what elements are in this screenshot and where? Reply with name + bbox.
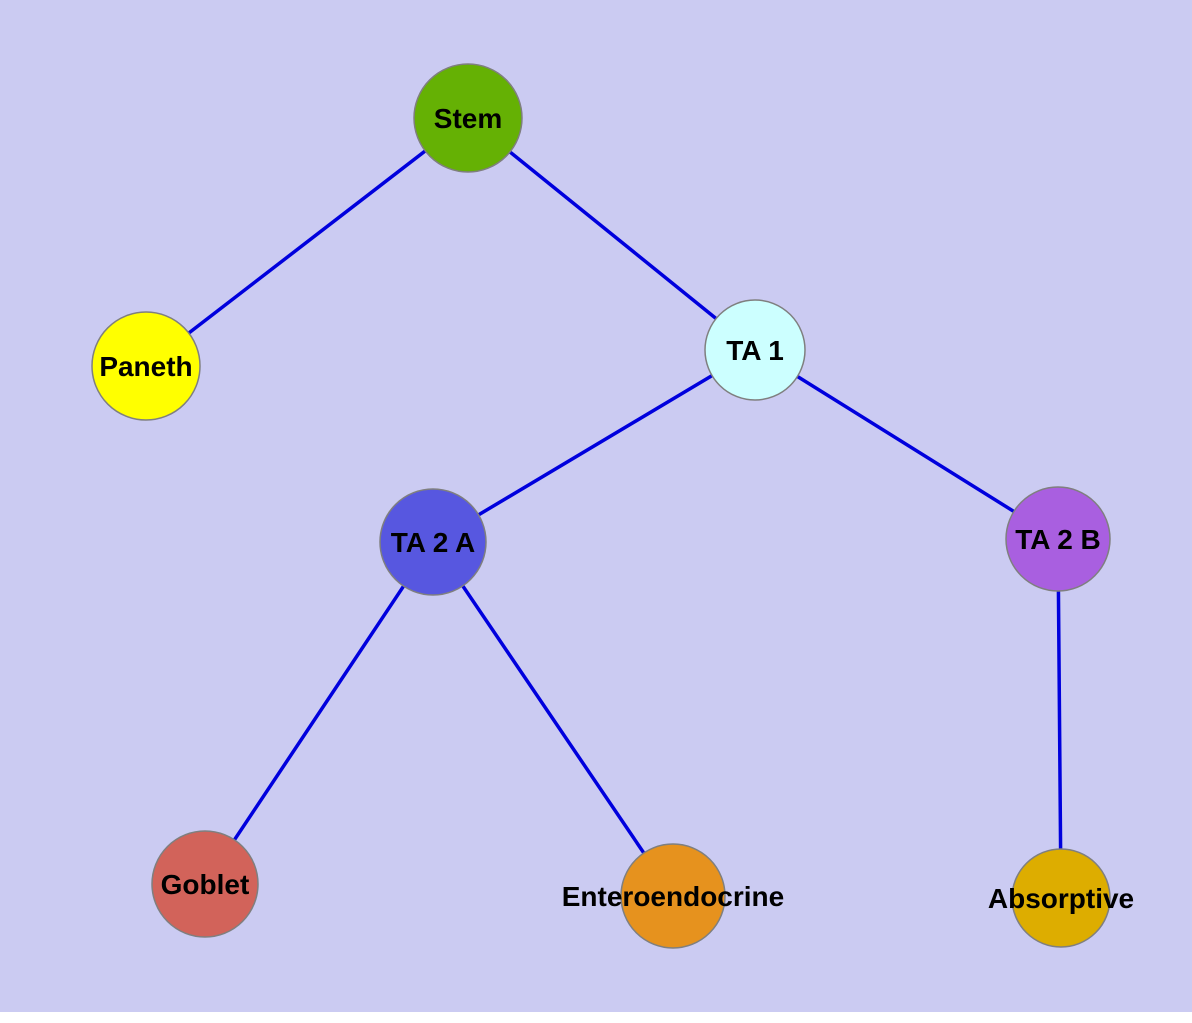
node-label-enteroendocrine: Enteroendocrine — [562, 881, 784, 912]
node-label-ta-2-a: TA 2 A — [391, 527, 476, 558]
node-paneth[interactable]: Paneth — [91, 311, 201, 421]
node-circle-ta-1[interactable] — [704, 299, 806, 401]
edge-ta-1-ta-2-b — [753, 348, 1060, 541]
node-label-goblet: Goblet — [161, 869, 250, 900]
edge-ta-1-ta-2-a — [431, 348, 757, 544]
node-label-paneth: Paneth — [99, 351, 192, 382]
node-label-absorptive: Absorptive — [988, 883, 1134, 914]
node-circle-enteroendocrine[interactable] — [620, 843, 726, 949]
node-label-ta-1: TA 1 — [726, 335, 784, 366]
node-absorptive[interactable]: Absorptive — [988, 848, 1134, 948]
node-circle-goblet[interactable] — [151, 830, 259, 938]
node-circle-absorptive[interactable] — [1011, 848, 1111, 948]
node-enteroendocrine[interactable]: Enteroendocrine — [562, 843, 784, 949]
node-ta-1[interactable]: TA 1 — [704, 299, 806, 401]
edge-ta-2-b-absorptive — [1056, 537, 1063, 900]
node-circle-stem[interactable] — [413, 63, 523, 173]
edge-ta-2-a-goblet — [203, 540, 435, 886]
edge-stem-paneth — [144, 116, 470, 368]
node-circle-paneth[interactable] — [91, 311, 201, 421]
edge-ta-2-a-enteroendocrine — [431, 540, 675, 898]
node-circle-ta-2-a[interactable] — [379, 488, 487, 596]
node-goblet[interactable]: Goblet — [151, 830, 259, 938]
node-label-stem: Stem — [434, 103, 502, 134]
node-ta-2-a[interactable]: TA 2 A — [379, 488, 487, 596]
node-circle-ta-2-b[interactable] — [1005, 486, 1111, 592]
bottom-strip — [0, 1012, 1192, 1023]
node-stem[interactable]: Stem — [413, 63, 523, 173]
edge-stem-ta-1 — [466, 116, 757, 352]
node-label-ta-2-b: TA 2 B — [1015, 524, 1101, 555]
node-ta-2-b[interactable]: TA 2 B — [1005, 486, 1111, 592]
